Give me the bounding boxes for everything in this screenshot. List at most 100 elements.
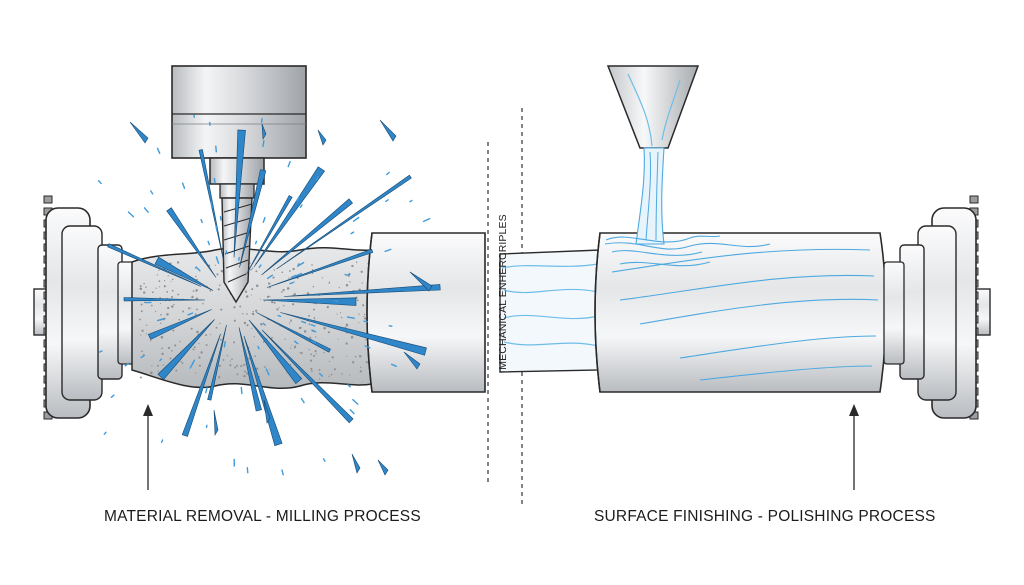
speckle bbox=[318, 378, 321, 380]
spark bbox=[352, 398, 359, 405]
speckle bbox=[194, 313, 197, 316]
speckle bbox=[167, 346, 171, 350]
speckle bbox=[175, 369, 178, 372]
spark bbox=[299, 204, 303, 209]
workpiece-shaft-left bbox=[366, 232, 486, 393]
metal-chip bbox=[248, 319, 303, 385]
speckle bbox=[171, 289, 174, 292]
speckle bbox=[312, 285, 315, 288]
speckle bbox=[246, 373, 248, 375]
speckle bbox=[173, 303, 175, 306]
polishing-caption: SURFACE FINISHING - POLISHING PROCESS bbox=[594, 508, 936, 525]
speckle bbox=[360, 270, 363, 273]
speckle bbox=[358, 322, 360, 324]
speckle bbox=[182, 310, 185, 313]
speckle bbox=[330, 373, 333, 376]
spark bbox=[254, 240, 258, 245]
speckle bbox=[367, 263, 369, 265]
speckle bbox=[349, 281, 351, 283]
speckle bbox=[167, 275, 169, 277]
speckle bbox=[205, 344, 208, 347]
speckle bbox=[318, 368, 321, 371]
spark bbox=[409, 199, 413, 203]
spark bbox=[318, 372, 323, 377]
speckle bbox=[251, 288, 254, 291]
spark bbox=[310, 324, 316, 327]
spark bbox=[215, 225, 218, 232]
speckle bbox=[177, 293, 180, 296]
speckle bbox=[218, 364, 221, 367]
metal-chip bbox=[154, 256, 214, 291]
speckle bbox=[338, 286, 340, 289]
speckle bbox=[174, 344, 177, 347]
speckle bbox=[264, 366, 266, 368]
speckle bbox=[161, 347, 164, 350]
speckle bbox=[299, 351, 301, 353]
speckle bbox=[152, 291, 154, 294]
speckle bbox=[172, 278, 174, 281]
speckle bbox=[360, 366, 362, 369]
spark bbox=[345, 273, 351, 276]
metal-chip bbox=[239, 169, 267, 268]
spark bbox=[127, 211, 135, 218]
speckle bbox=[345, 342, 348, 345]
speckle bbox=[284, 338, 286, 340]
speckle bbox=[358, 313, 360, 315]
spark bbox=[195, 266, 201, 272]
speckle bbox=[231, 358, 233, 361]
spark bbox=[156, 317, 165, 322]
metal-chip bbox=[409, 271, 433, 292]
speckle bbox=[202, 302, 204, 305]
speckle bbox=[356, 299, 359, 302]
speckle bbox=[158, 286, 161, 288]
speckle bbox=[240, 365, 243, 368]
speckle bbox=[266, 295, 270, 299]
spark bbox=[124, 362, 130, 367]
speckle bbox=[250, 294, 252, 296]
speckle bbox=[143, 282, 145, 285]
speckle bbox=[361, 282, 363, 284]
speckle bbox=[282, 288, 285, 292]
spark bbox=[262, 140, 265, 148]
metal-chip bbox=[213, 409, 219, 437]
spark bbox=[386, 171, 390, 176]
spark bbox=[281, 469, 284, 476]
speckle bbox=[233, 319, 236, 322]
speckle bbox=[252, 313, 255, 316]
speckle bbox=[217, 288, 220, 291]
speckle bbox=[243, 374, 246, 378]
speckle bbox=[273, 301, 276, 304]
speckle bbox=[260, 323, 263, 326]
metal-chip bbox=[246, 195, 293, 275]
metal-chip bbox=[181, 333, 221, 437]
speckle bbox=[323, 351, 325, 354]
speckle bbox=[150, 304, 153, 307]
speckle bbox=[251, 327, 253, 329]
speckle bbox=[294, 344, 296, 347]
spark bbox=[98, 350, 103, 353]
speckle bbox=[341, 373, 344, 375]
speckle bbox=[194, 372, 197, 374]
speckle bbox=[233, 306, 236, 309]
spark bbox=[215, 256, 220, 264]
speckle bbox=[188, 307, 191, 310]
speckle bbox=[200, 351, 203, 354]
speckle bbox=[219, 284, 221, 286]
spark bbox=[315, 176, 319, 181]
speckle bbox=[291, 344, 293, 346]
speckle bbox=[244, 290, 248, 293]
speckle bbox=[364, 313, 366, 316]
speckle bbox=[331, 356, 334, 359]
speckle bbox=[198, 364, 201, 367]
speckle bbox=[355, 261, 358, 263]
spark bbox=[296, 196, 300, 202]
speckle bbox=[308, 314, 311, 317]
spark bbox=[265, 368, 270, 376]
polishing-section bbox=[499, 65, 991, 490]
speckle bbox=[308, 349, 310, 351]
speckle bbox=[281, 291, 283, 293]
spark bbox=[294, 272, 303, 277]
speckle bbox=[264, 300, 266, 302]
speckle bbox=[283, 304, 285, 307]
